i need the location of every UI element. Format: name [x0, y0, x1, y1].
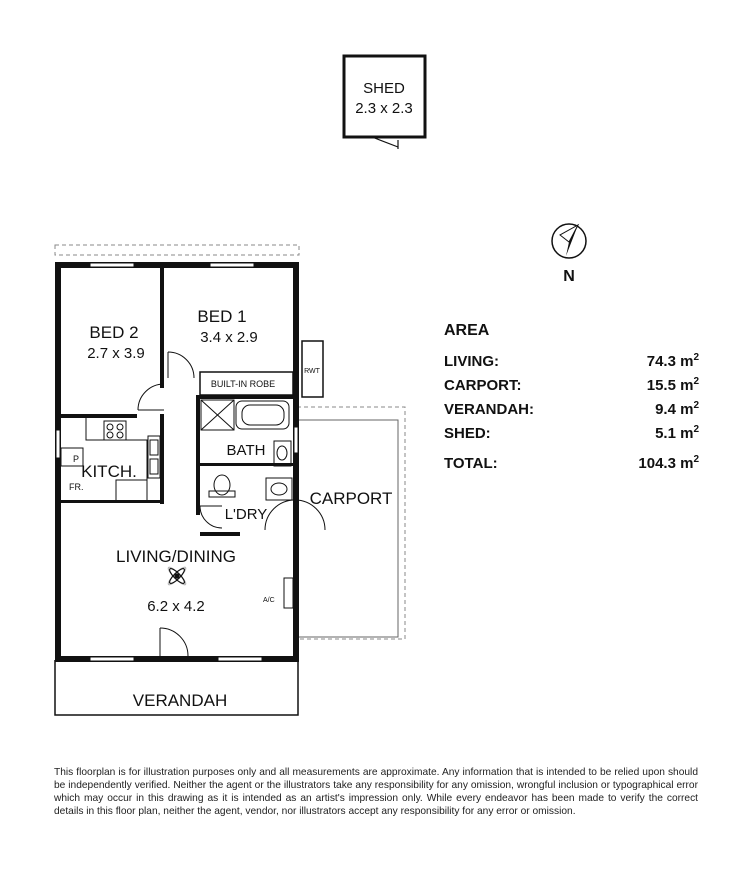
area-row-label: VERANDAH:	[444, 401, 534, 418]
interior-walls	[61, 268, 295, 536]
area-row-value: 9.4 m2	[655, 400, 699, 419]
area-total-label: TOTAL:	[444, 455, 498, 472]
robe-label: BUILT-IN ROBE	[211, 379, 275, 389]
bed2-size: 2.7 x 3.9	[87, 345, 145, 362]
kitchen-fixtures	[60, 418, 161, 502]
fridge-label: FR.	[69, 482, 84, 492]
living-name: LIVING/DINING	[116, 547, 236, 566]
ac-unit	[283, 577, 294, 609]
area-table: AREA LIVING: 74.3 m2 CARPORT: 15.5 m2 VE…	[444, 322, 699, 476]
kitchen-label: KITCH.	[81, 462, 137, 481]
area-row: SHED: 5.1 m2	[444, 422, 699, 446]
area-row: CARPORT: 15.5 m2	[444, 374, 699, 398]
bed1-name: BED 1	[197, 307, 246, 326]
rwt-label: RWT	[304, 368, 321, 375]
eave-outline	[54, 244, 300, 256]
area-row-value: 15.5 m2	[646, 376, 699, 395]
area-row-value: 5.1 m2	[655, 424, 699, 443]
built-in-robe: BUILT-IN ROBE	[199, 371, 294, 396]
bed2-name: BED 2	[89, 323, 138, 342]
exterior-walls	[55, 262, 299, 662]
bed1-size: 3.4 x 2.9	[200, 329, 258, 346]
bath-fixtures	[200, 399, 293, 501]
disclaimer-text: This floorplan is for illustration purpo…	[54, 767, 698, 817]
area-row-label: SHED:	[444, 425, 491, 442]
area-title: AREA	[444, 322, 490, 339]
area-row-value: 74.3 m2	[646, 352, 699, 371]
shed: SHED 2.3 x 2.3	[342, 54, 427, 149]
shed-name: SHED	[363, 80, 405, 97]
verandah: VERANDAH	[54, 660, 299, 716]
carport: CARPORT	[296, 406, 406, 640]
area-total-value: 104.3 m2	[638, 454, 699, 473]
verandah-label: VERANDAH	[133, 691, 227, 710]
living-size: 6.2 x 4.2	[147, 598, 205, 615]
ceiling-fan-icon	[167, 566, 187, 586]
area-row: VERANDAH: 9.4 m2	[444, 398, 699, 422]
area-row-label: LIVING:	[444, 353, 499, 370]
area-total-row: TOTAL: 104.3 m2	[444, 452, 699, 476]
area-row: LIVING: 74.3 m2	[444, 350, 699, 374]
rainwater-tank: RWT	[301, 340, 324, 398]
north-compass-icon: N	[551, 223, 587, 285]
compass-label: N	[563, 268, 575, 285]
carport-label: CARPORT	[310, 489, 393, 508]
area-row-label: CARPORT:	[444, 377, 522, 394]
windows	[55, 262, 299, 662]
ac-label: A/C	[263, 597, 275, 604]
laundry-label: L'DRY	[225, 506, 268, 523]
pantry-label: P	[73, 454, 79, 464]
shed-size: 2.3 x 2.3	[355, 100, 413, 117]
bath-label: BATH	[227, 442, 266, 459]
